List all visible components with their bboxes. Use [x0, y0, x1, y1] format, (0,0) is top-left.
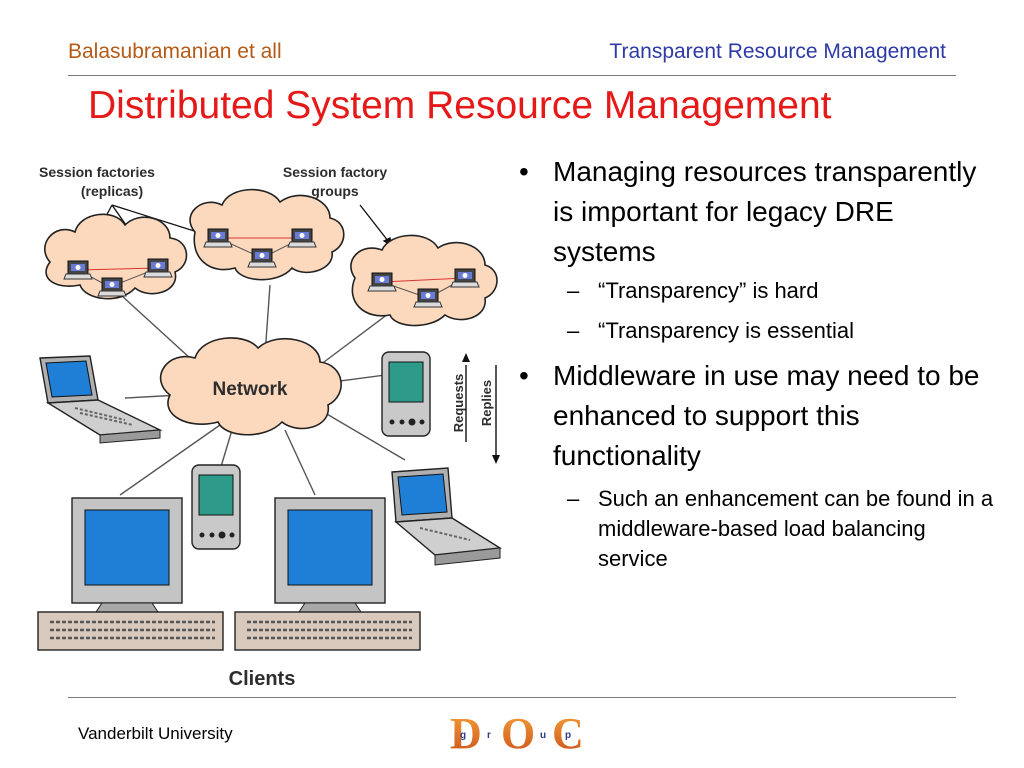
sub-bullet-item: –“Transparency” is hard — [513, 276, 998, 306]
bullet-item: • Managing resources transparently is imp… — [513, 152, 998, 272]
label-session-factory: Session factory — [283, 164, 387, 180]
footer-rule — [68, 697, 956, 698]
sub-bullet-text: “Transparency” is hard — [598, 278, 819, 303]
client-desktop-right — [234, 497, 421, 651]
dash-mark: – — [567, 278, 580, 303]
label-replicas: (replicas) — [81, 183, 143, 199]
bullet-text: Managing resources transparently is impo… — [553, 156, 977, 267]
bullet-text: Middleware in use may need to be enhance… — [553, 360, 980, 471]
label-requests: Requests — [451, 374, 466, 433]
slide-title: Distributed System Resource Management — [88, 84, 832, 127]
logo-small-u: u — [540, 730, 546, 741]
logo-small-g: g — [460, 730, 466, 741]
footer-institution: Vanderbilt University — [78, 724, 233, 743]
client-laptop-left — [39, 355, 163, 444]
logo-letter-d: D — [450, 709, 482, 756]
sub-bullet-text: “Transparency is essential — [598, 318, 854, 343]
label-clients: Clients — [229, 668, 296, 690]
label-network: Network — [213, 379, 288, 400]
label-replies: Replies — [479, 380, 494, 426]
client-laptop-right — [391, 467, 503, 566]
logo-small-r: r — [487, 730, 491, 741]
network-cloud: Network — [159, 337, 342, 436]
client-pda-top — [381, 351, 431, 437]
label-groups: groups — [311, 183, 359, 199]
doc-group-logo: D O C g r u p — [450, 709, 584, 756]
replica-cloud-right — [350, 234, 498, 327]
requests-replies-indicator: Requests Replies — [451, 353, 500, 464]
replica-cloud-middle — [189, 188, 345, 281]
bullet-list: • Managing resources transparently is imp… — [513, 152, 998, 574]
bullet-dot: • — [519, 156, 529, 187]
sub-bullet-text: Such an enhancement can be found in a mi… — [598, 486, 994, 571]
label-session-factories: Session factories — [39, 164, 155, 180]
header-topic: Transparent Resource Management — [609, 40, 946, 63]
replica-cloud-left — [44, 213, 188, 300]
bullet-item: • Middleware in use may need to be enhanc… — [513, 356, 998, 476]
sub-bullet-item: –“Transparency is essential — [513, 316, 998, 346]
logo-small-p: p — [565, 730, 571, 741]
bullet-dot: • — [519, 360, 529, 391]
distributed-system-diagram: Session factories (replicas) Session fac… — [37, 164, 503, 690]
client-pda-middle — [191, 464, 241, 550]
dash-mark: – — [567, 318, 580, 343]
sub-bullet-item: –Such an enhancement can be found in a m… — [513, 484, 998, 574]
client-desktop-left — [37, 497, 224, 651]
header-rule — [68, 75, 956, 76]
dash-mark: – — [567, 486, 580, 511]
header-author: Balasubramanian et all — [68, 40, 282, 63]
logo-letter-o: O — [501, 709, 535, 756]
logo-letter-c: C — [552, 709, 584, 756]
